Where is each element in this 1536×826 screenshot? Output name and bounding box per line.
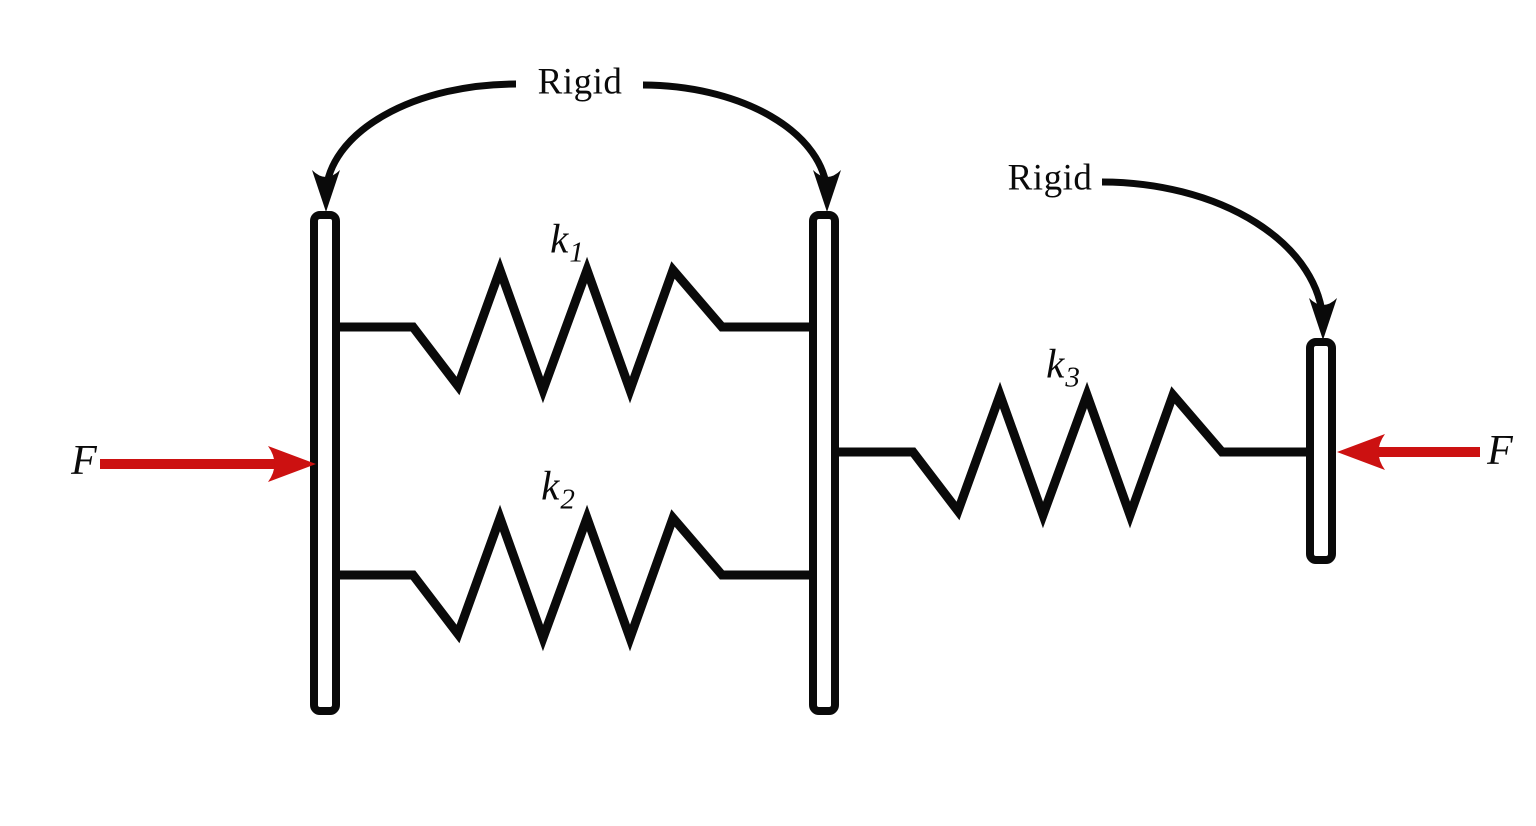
force-right-label: F: [1487, 428, 1513, 474]
rigid-top-left-arrowhead-icon: [312, 170, 340, 212]
rigid-top-right-arrowhead-icon: [813, 170, 841, 212]
rigid-bar-right: [1306, 338, 1336, 564]
spring-k3: [835, 381, 1312, 529]
spring-k3-coil: [835, 381, 1312, 529]
spring-k2: [336, 504, 813, 652]
spring-k2-label-subscript: 2: [560, 483, 575, 516]
spring-k3-label-subscript: 3: [1065, 361, 1080, 394]
rigid-right-arrowhead-icon: [1309, 298, 1337, 340]
rigid-right-callout-arrow: [1101, 178, 1337, 340]
rigid-bar-middle: [809, 211, 839, 715]
spring-k3-label: k3: [1046, 340, 1080, 395]
force-arrow-right: [1337, 434, 1480, 470]
spring-k1-label-subscript: 1: [569, 236, 584, 269]
rigid-top-left-arc: [322, 80, 517, 193]
force-arrow-right-head-icon: [1337, 434, 1385, 470]
rigid-right-label: Rigid: [1007, 157, 1093, 199]
force-left-label: F: [71, 438, 97, 484]
rigid-top-callout-arrows: [312, 80, 841, 212]
rigid-bar-left: [310, 211, 340, 715]
spring-k1-label: k1: [550, 215, 584, 270]
force-arrow-right-shaft: [1373, 447, 1480, 457]
spring-k2-label-base: k: [541, 462, 560, 509]
spring-k3-label-base: k: [1046, 340, 1065, 387]
spring-k1-coil: [336, 256, 813, 404]
rigid-top-right-arc: [642, 81, 831, 193]
rigid-right-arc: [1101, 178, 1327, 323]
spring-k1: [336, 256, 813, 404]
spring-k2-coil: [336, 504, 813, 652]
force-arrow-left-shaft: [100, 459, 280, 469]
spring-k1-label-base: k: [550, 215, 569, 262]
rigid-top-label: Rigid: [537, 61, 623, 103]
spring-k2-label: k2: [541, 462, 575, 517]
force-arrow-left: [100, 446, 316, 482]
force-arrow-left-head-icon: [268, 446, 316, 482]
